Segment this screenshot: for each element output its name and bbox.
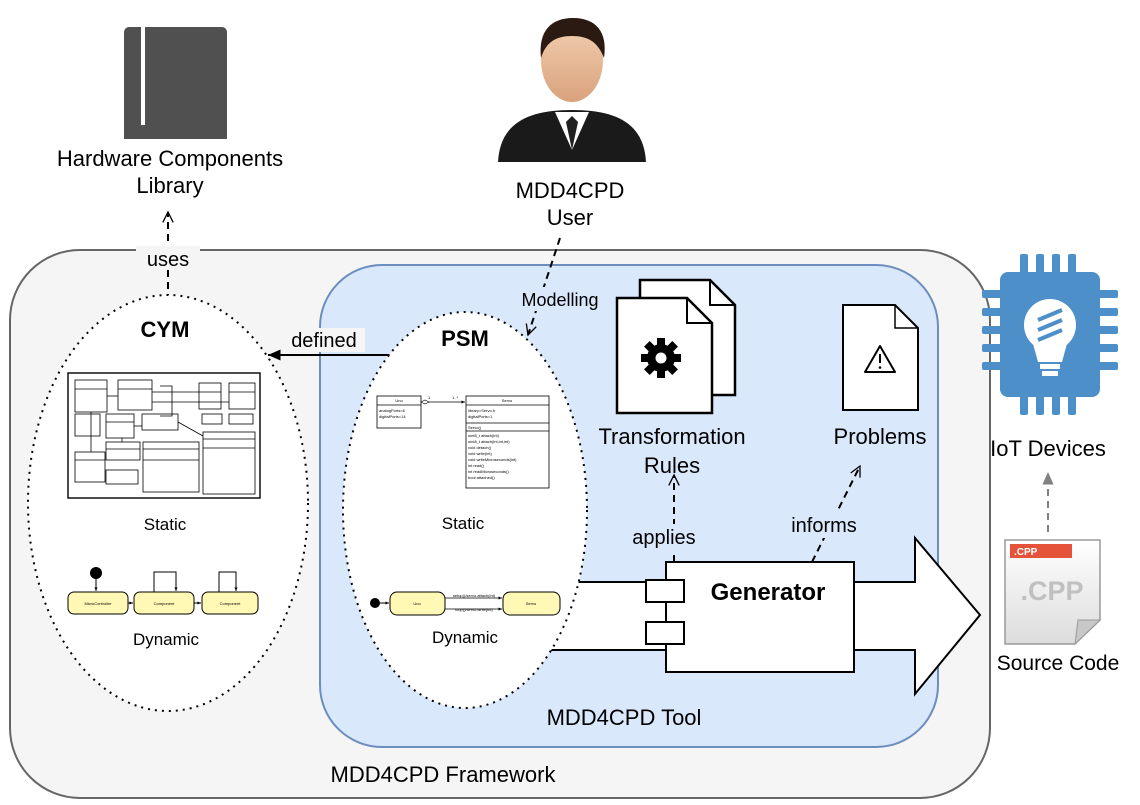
generator-component bbox=[645, 561, 855, 673]
servo-class bbox=[465, 395, 550, 489]
cym-state-2: Component bbox=[220, 601, 242, 606]
iot-chip-icon bbox=[982, 254, 1118, 415]
problems-document-icon bbox=[842, 304, 919, 411]
library-label-line2: Library bbox=[136, 173, 203, 198]
svg-text:digitalPorts=1: digitalPorts=1 bbox=[468, 414, 493, 419]
cym-title: CYM bbox=[141, 317, 190, 342]
user-label-line1: MDD4CPD bbox=[516, 178, 625, 203]
svg-text:Servo(): Servo() bbox=[468, 425, 482, 430]
cpp-big-text: .CPP bbox=[1020, 576, 1083, 606]
library-label-line1: Hardware Components bbox=[57, 146, 283, 171]
iot-label: IoT Devices bbox=[990, 436, 1106, 461]
source-code-label: Source Code bbox=[997, 652, 1120, 675]
svg-text:analogPorts=6: analogPorts=6 bbox=[379, 408, 406, 413]
svg-text:int read(): int read() bbox=[468, 463, 485, 468]
svg-text:bool attached(): bool attached() bbox=[468, 475, 495, 480]
gear-icon bbox=[641, 338, 681, 378]
psm-title: PSM bbox=[441, 326, 489, 351]
psm-class-diagram: Uno analogPorts=6 digitalPorts=14 Servo … bbox=[376, 395, 550, 489]
psm-dynamic-label: Dynamic bbox=[432, 628, 499, 647]
svg-text:1..*: 1..* bbox=[452, 395, 458, 400]
psm-transition-0: setup()/servo.attach(int) bbox=[453, 593, 496, 598]
transformation-rules-icon bbox=[615, 278, 737, 415]
svg-text:library=Servo.h: library=Servo.h bbox=[468, 408, 495, 413]
applies-label: applies bbox=[632, 527, 695, 549]
psm-state-0: Uno bbox=[413, 601, 421, 606]
svg-text:digitalPorts=14: digitalPorts=14 bbox=[379, 414, 406, 419]
cpp-tag-text: .CPP bbox=[1014, 547, 1038, 558]
framework-label: MDD4CPD Framework bbox=[331, 762, 557, 787]
cym-class-diagram bbox=[67, 372, 261, 499]
svg-text:void detach(): void detach() bbox=[468, 445, 492, 450]
warning-icon bbox=[864, 345, 896, 373]
svg-text:Uno: Uno bbox=[395, 398, 403, 403]
cym-static-label: Static bbox=[144, 515, 187, 534]
cym-state-machine: MicroController Component Component bbox=[67, 567, 259, 615]
cym-state-1: Component bbox=[154, 601, 176, 606]
modelling-label: Modelling bbox=[521, 290, 598, 310]
psm-transition-1: loop()/servo.write(int) bbox=[455, 607, 493, 612]
svg-text:int readMicroseconds(): int readMicroseconds() bbox=[468, 469, 509, 474]
generator-label: Generator bbox=[711, 579, 826, 606]
uses-label: uses bbox=[147, 249, 189, 271]
user-label-line2: User bbox=[547, 205, 593, 230]
svg-text:uint8_t attach(int,int,int): uint8_t attach(int,int,int) bbox=[468, 439, 510, 444]
defined-label: defined bbox=[291, 330, 357, 352]
psm-state-machine: Uno Servo setup()/servo.attach(int) loop… bbox=[370, 591, 561, 616]
modelling-arrow bbox=[528, 237, 561, 335]
book-icon bbox=[124, 27, 227, 139]
user-avatar-icon bbox=[498, 18, 646, 162]
psm-state-1: Servo bbox=[526, 601, 537, 606]
svg-text:void write(int): void write(int) bbox=[468, 451, 492, 456]
cym-dynamic-label: Dynamic bbox=[133, 630, 200, 649]
transformation-label-line1: Transformation bbox=[598, 424, 745, 449]
transformation-label-line2: Rules bbox=[644, 453, 700, 478]
problems-label: Problems bbox=[834, 424, 927, 449]
psm-ellipse bbox=[342, 311, 588, 709]
lightbulb-icon bbox=[1024, 299, 1076, 376]
svg-text:uint8_t attach(int): uint8_t attach(int) bbox=[468, 433, 500, 438]
psm-static-label: Static bbox=[442, 514, 485, 533]
tool-label: MDD4CPD Tool bbox=[547, 705, 702, 730]
svg-text:Servo: Servo bbox=[502, 398, 513, 403]
svg-text:void writeMicroseconds(int): void writeMicroseconds(int) bbox=[468, 457, 517, 462]
uno-class bbox=[376, 395, 422, 429]
informs-label: informs bbox=[791, 515, 857, 537]
cpp-file-icon: .CPP .CPP bbox=[1004, 539, 1102, 646]
svg-text:1: 1 bbox=[428, 395, 431, 400]
cym-state-0: MicroController bbox=[84, 601, 112, 606]
